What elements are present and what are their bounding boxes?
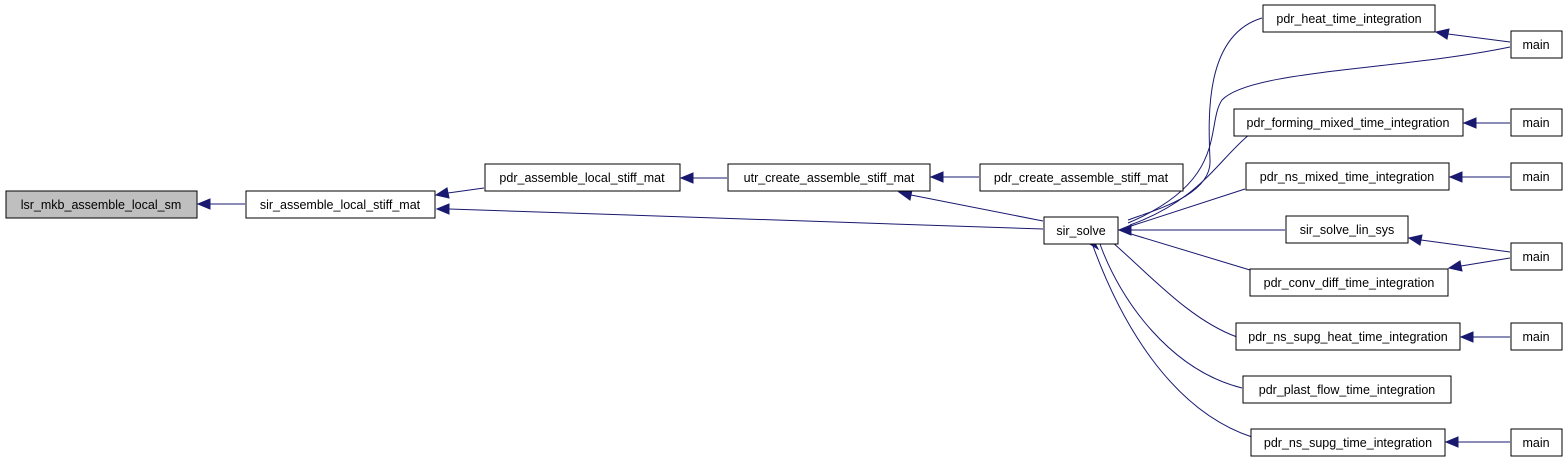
node-label: main [1522,250,1549,264]
edge-supg-to-sir-solve [1092,245,1253,438]
node-box [1510,428,1563,457]
node-box [727,163,931,192]
node-box [979,163,1184,192]
node-main[interactable]: main [1510,162,1563,191]
edge-main4-to-conv [1460,257,1511,267]
edge-forming-to-sir-solve [1129,133,1251,226]
node-pdr-ns-mixed-time-integration[interactable]: pdr_ns_mixed_time_integration [1245,162,1450,191]
node-label: pdr_ns_mixed_time_integration [1260,170,1434,184]
node-box [1249,268,1449,297]
edge-plast-to-sir-solve [1099,243,1243,389]
node-sir-solve[interactable]: sir_solve [1043,216,1119,245]
node-label: pdr_heat_time_integration [1276,12,1421,26]
node-sir-assemble-local-stiff-mat[interactable]: sir_assemble_local_stiff_mat [245,190,436,219]
node-main[interactable]: main [1510,242,1563,271]
node-box [1510,322,1563,351]
arrowhead [1117,224,1132,236]
edge-heat-to-sir-solve [1127,17,1263,221]
edge-ns-mixed-to-sir-solve [1130,188,1246,227]
node-box [1510,242,1563,271]
node-pdr-heat-time-integration[interactable]: pdr_heat_time_integration [1262,4,1436,33]
edge-pdr-asm-to-sir-asm [447,187,485,194]
node-pdr-ns-supg-time-integration[interactable]: pdr_ns_supg_time_integration [1250,428,1446,457]
arrowhead [435,203,450,215]
arrowhead [1459,331,1474,343]
edge-supg-heat-to-sir-solve [1111,241,1238,338]
arrowhead [1407,234,1423,246]
node-box [1245,162,1450,191]
node-label: pdr_forming_mixed_time_integration [1247,116,1450,130]
node-label: pdr_assemble_local_stiff_mat [499,171,665,185]
arrowhead [679,172,694,184]
node-box [1250,428,1446,457]
edge-conv-to-sir-solve [1130,233,1251,271]
node-main[interactable]: main [1510,108,1563,137]
arrowhead [1448,171,1463,183]
node-pdr-conv-diff-time-integration[interactable]: pdr_conv_diff_time_integration [1249,268,1449,297]
arrowhead [434,187,450,199]
arrowhead [1434,28,1450,40]
node-box [245,190,436,219]
node-box [484,163,681,192]
edge-sir-solve-to-utr [910,194,1044,222]
nodes: lsr_mkb_assemble_local_sm sir_assemble_l… [5,4,1563,457]
node-box [1043,216,1119,245]
node-label: pdr_create_assemble_stiff_mat [994,171,1169,185]
node-label: main [1522,116,1549,130]
node-pdr-forming-mixed-time-integration[interactable]: pdr_forming_mixed_time_integration [1233,108,1464,137]
node-box [1510,30,1563,59]
node-box [5,190,198,219]
node-main[interactable]: main [1510,428,1563,457]
node-sir-solve-lin-sys[interactable]: sir_solve_lin_sys [1285,215,1409,244]
node-label: sir_solve [1056,224,1105,238]
arrowhead [1447,260,1463,272]
arrowhead [1444,436,1459,448]
edges [196,17,1511,448]
node-box [1510,162,1563,191]
node-label: main [1522,436,1549,450]
arrowhead [929,171,944,183]
node-box [1235,322,1461,351]
node-lsr-mkb-assemble-local-sm[interactable]: lsr_mkb_assemble_local_sm [5,190,198,219]
node-main[interactable]: main [1510,30,1563,59]
edge-main1-to-sir-solve [1127,46,1511,224]
node-label: sir_solve_lin_sys [1300,223,1394,237]
node-label: sir_assemble_local_stiff_mat [260,198,421,212]
node-pdr-assemble-local-stiff-mat[interactable]: pdr_assemble_local_stiff_mat [484,163,681,192]
node-main[interactable]: main [1510,322,1563,351]
node-pdr-create-assemble-stiff-mat[interactable]: pdr_create_assemble_stiff_mat [979,163,1184,192]
edge-main4-to-lin-sys [1420,239,1511,253]
node-box [1262,4,1436,33]
edge-main1-to-heat [1447,33,1511,43]
edge-sir-solve-to-sir-asm [448,208,1044,230]
node-utr-create-assemble-stiff-mat[interactable]: utr_create_assemble_stiff_mat [727,163,931,192]
node-label: main [1522,170,1549,184]
node-label: lsr_mkb_assemble_local_sm [21,198,181,212]
node-label: pdr_ns_supg_heat_time_integration [1248,330,1447,344]
node-box [1510,108,1563,137]
node-label: main [1522,330,1549,344]
node-label: utr_create_assemble_stiff_mat [744,171,915,185]
node-pdr-ns-supg-heat-time-integration[interactable]: pdr_ns_supg_heat_time_integration [1235,322,1461,351]
node-label: pdr_conv_diff_time_integration [1264,276,1435,290]
node-box [1285,215,1409,244]
arrowhead [196,198,211,210]
node-label: pdr_plast_flow_time_integration [1259,383,1436,397]
node-pdr-plast-flow-time-integration[interactable]: pdr_plast_flow_time_integration [1242,375,1452,404]
node-label: pdr_ns_supg_time_integration [1264,436,1432,450]
node-box [1233,108,1464,137]
node-box [1242,375,1452,404]
node-label: main [1522,38,1549,52]
arrowhead [1462,117,1477,129]
